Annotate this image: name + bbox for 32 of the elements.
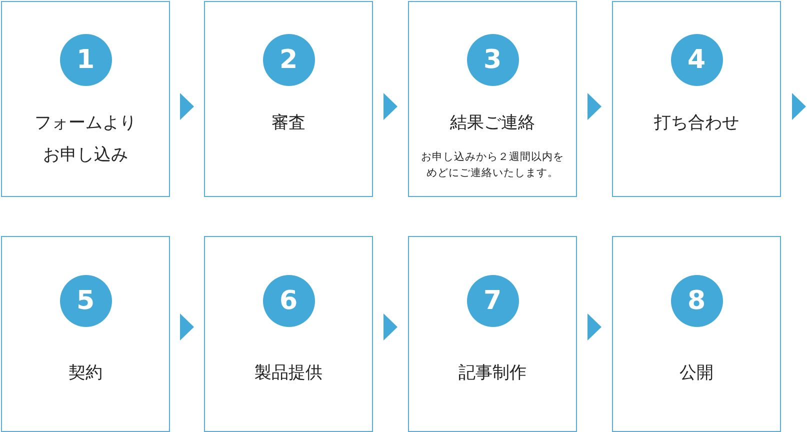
step-number: 6 bbox=[262, 275, 314, 327]
arrow bbox=[588, 93, 602, 120]
step-number: 3 bbox=[466, 34, 518, 86]
step-title: フォームよりお申し込み bbox=[34, 112, 138, 167]
step-title: 打ち合わせ bbox=[654, 112, 739, 135]
step-title: 製品提供 bbox=[254, 362, 322, 385]
arrow bbox=[180, 93, 194, 120]
arrow bbox=[792, 93, 806, 120]
step-number: 2 bbox=[262, 34, 314, 86]
step-title: 審査 bbox=[272, 112, 306, 135]
step-box bbox=[1, 1, 170, 197]
arrow bbox=[384, 314, 398, 340]
arrow bbox=[384, 93, 398, 120]
step-box bbox=[204, 1, 373, 197]
step-box bbox=[408, 236, 577, 432]
arrow bbox=[180, 314, 194, 340]
arrow bbox=[588, 314, 602, 340]
step-box bbox=[612, 1, 781, 197]
step-number: 7 bbox=[466, 275, 518, 327]
step-number: 8 bbox=[670, 275, 722, 327]
step-box bbox=[1, 236, 170, 432]
step-note: お申し込みから２週間以内をめどにご連絡いたします。 bbox=[420, 150, 565, 181]
step-box bbox=[612, 236, 781, 432]
step-title: 結果ご連絡 bbox=[450, 112, 535, 135]
step-box bbox=[408, 1, 577, 197]
step-box bbox=[204, 236, 373, 432]
step-title: 契約 bbox=[68, 362, 102, 385]
step-number: 5 bbox=[60, 275, 112, 327]
step-number: 4 bbox=[670, 34, 722, 86]
step-title: 公開 bbox=[680, 362, 714, 385]
step-number: 1 bbox=[60, 34, 112, 86]
step-title: 記事制作 bbox=[458, 362, 526, 385]
